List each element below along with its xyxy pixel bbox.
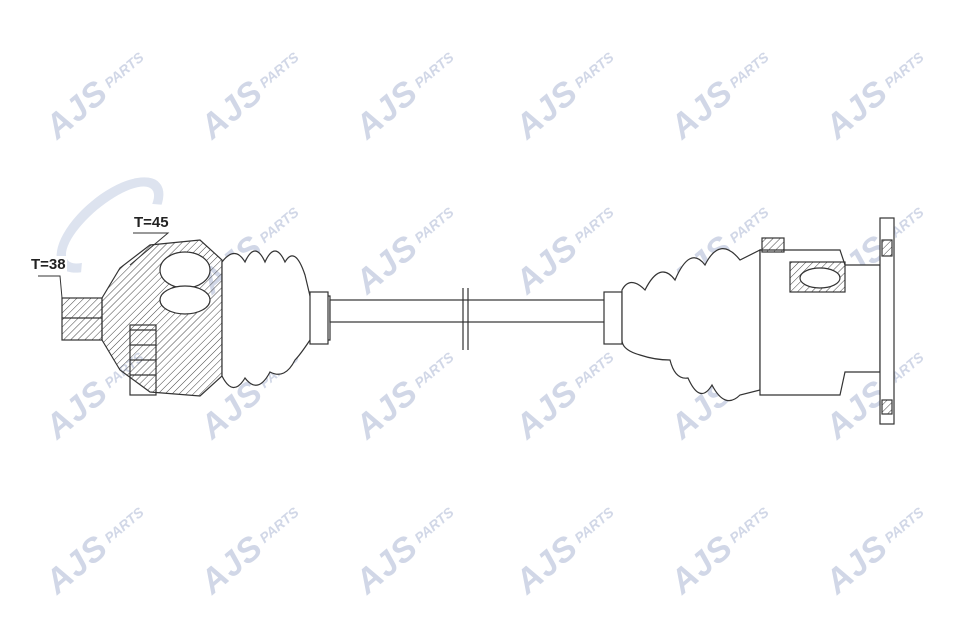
leader-t38 xyxy=(38,275,63,299)
boot-clamp-right xyxy=(603,291,623,345)
leader-t45 xyxy=(129,232,170,266)
outer-cv-joint xyxy=(101,239,223,397)
left-spline-stub xyxy=(61,297,103,341)
inner-boot xyxy=(621,248,761,402)
tooth-count-label-right: T=45 xyxy=(133,214,170,231)
inner-cv-joint xyxy=(759,237,881,396)
shaft-bar xyxy=(329,288,606,350)
flange xyxy=(879,217,895,425)
tooth-count-label-left: T=38 xyxy=(30,256,67,273)
boot-clamp-left xyxy=(309,291,329,345)
